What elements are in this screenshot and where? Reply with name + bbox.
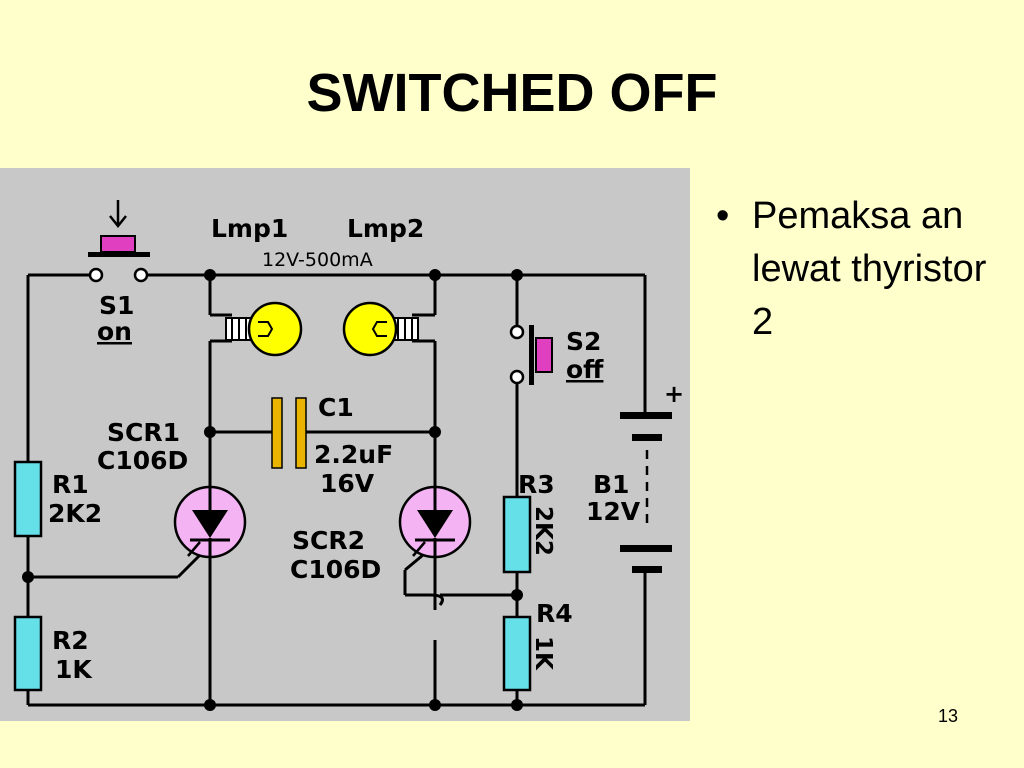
label-r2: R2 xyxy=(52,626,89,655)
label-s2: S2 xyxy=(566,327,601,356)
label-c1-voltage: 16V xyxy=(320,469,375,498)
label-r2-value: 1K xyxy=(55,655,93,684)
label-r1: R1 xyxy=(52,470,89,499)
label-b1-value: 12V xyxy=(586,497,641,526)
label-c1-value: 2.2uF xyxy=(314,440,393,469)
label-r4: R4 xyxy=(536,599,573,628)
slide-title: SWITCHED OFF xyxy=(306,63,718,123)
bullet-text: Pemaksa an lewat thyristor 2 xyxy=(752,195,987,343)
s2-switch-symbol xyxy=(509,324,553,385)
resistor-r1-symbol xyxy=(13,460,43,538)
circuit-panel xyxy=(0,168,690,721)
s1-switch-symbol xyxy=(88,200,150,283)
label-lamp-rating: 12V-500mA xyxy=(262,249,373,271)
label-s2-state: off xyxy=(566,355,604,384)
label-scr1-part: C106D xyxy=(97,446,188,475)
label-scr1: SCR1 xyxy=(107,418,180,447)
label-s1: S1 xyxy=(99,291,134,320)
bullet-list: • Pemaksa an lewat thyristor 2 xyxy=(716,190,1006,349)
label-s1-state: on xyxy=(97,317,132,346)
label-battery-plus: + xyxy=(664,380,684,408)
label-lmp1: Lmp1 xyxy=(211,214,288,243)
scr2-symbol xyxy=(398,485,472,559)
wires xyxy=(26,273,647,707)
label-r4-value: 1K xyxy=(530,636,556,671)
battery-b1-symbol xyxy=(620,412,672,573)
circuit-diagram: Lmp1 Lmp2 12V-500mA S1 on S2 off C1 2.2u… xyxy=(0,168,690,721)
bullet-dot-icon: • xyxy=(716,195,730,237)
label-lmp2: Lmp2 xyxy=(347,214,424,243)
label-b1: B1 xyxy=(593,470,629,499)
resistor-r4-symbol xyxy=(502,615,532,692)
bullet-item: • Pemaksa an lewat thyristor 2 xyxy=(716,190,1006,349)
label-scr2: SCR2 xyxy=(292,526,365,555)
capacitor-c1-symbol xyxy=(271,397,307,469)
label-c1: C1 xyxy=(318,393,354,422)
lamp2-symbol xyxy=(342,301,419,357)
label-scr2-part: C106D xyxy=(290,555,381,584)
resistor-r3-symbol xyxy=(502,495,532,574)
label-r3: R3 xyxy=(518,470,555,499)
page-number: 13 xyxy=(938,706,959,726)
junction-dots xyxy=(22,269,523,711)
scr1-symbol xyxy=(173,485,247,559)
lamp1-symbol xyxy=(225,301,303,357)
label-r3-value: 2K2 xyxy=(530,506,556,556)
label-r1-value: 2K2 xyxy=(48,499,102,528)
resistor-r2-symbol xyxy=(13,615,43,692)
